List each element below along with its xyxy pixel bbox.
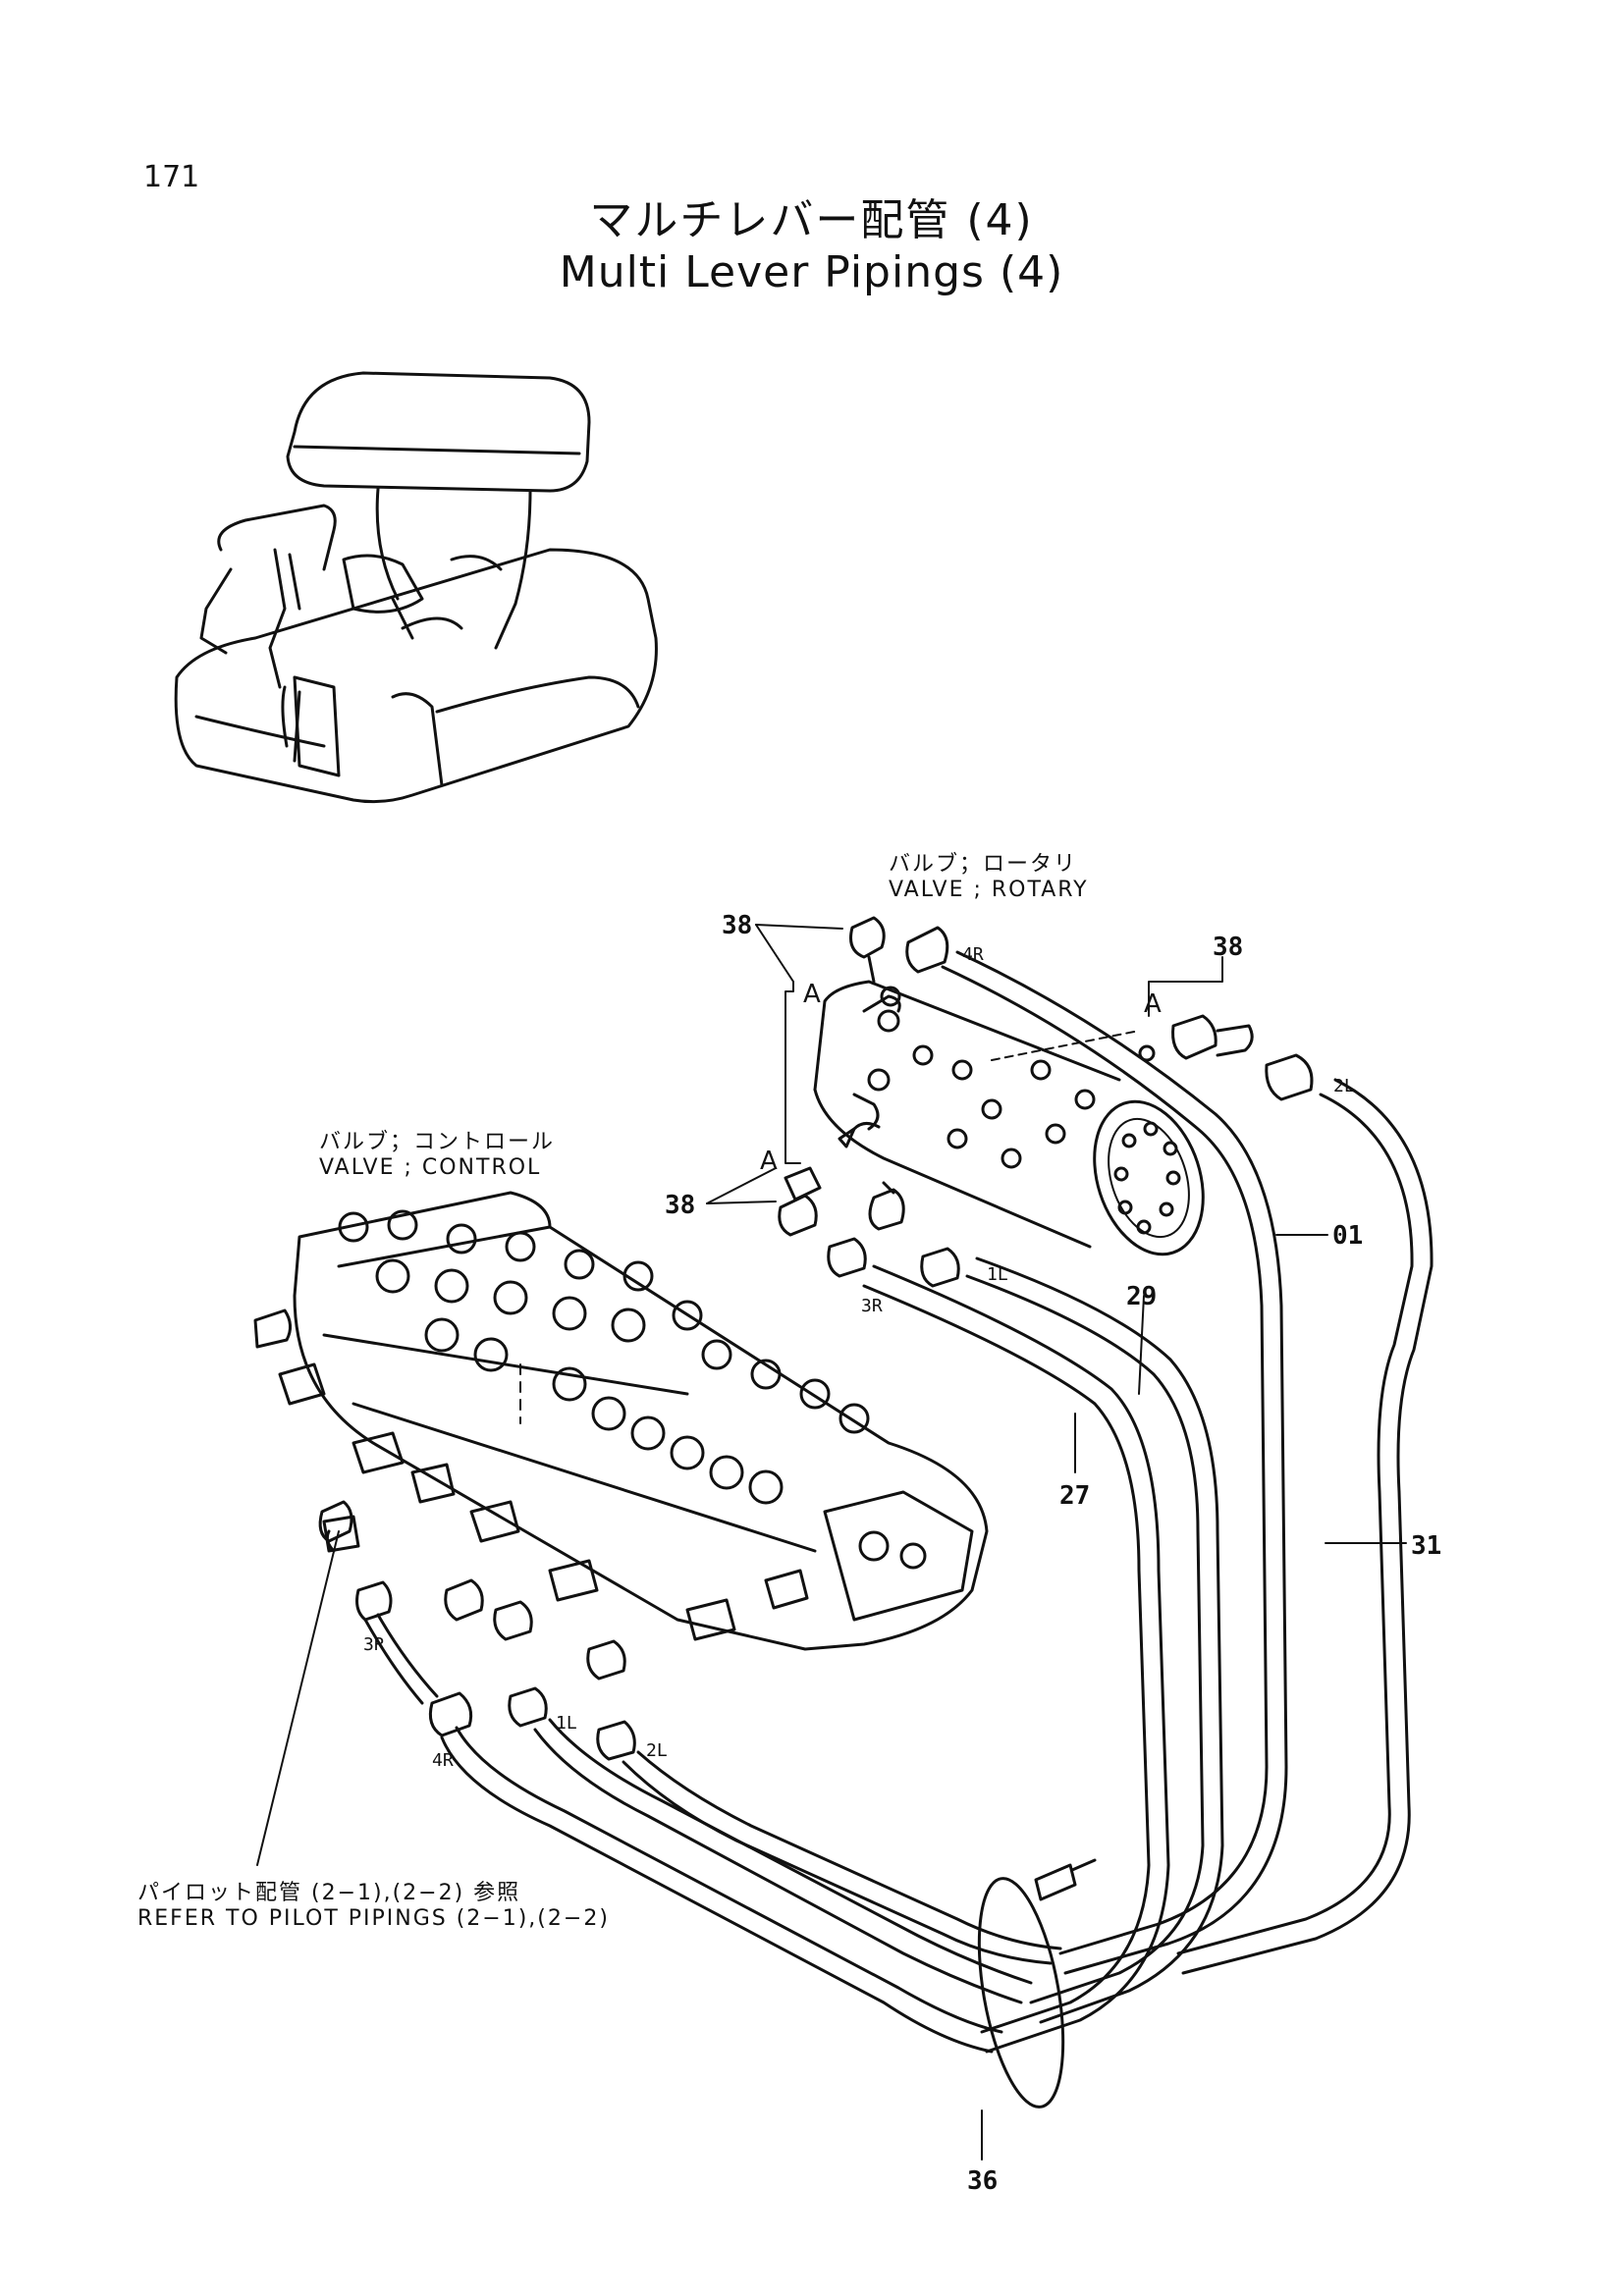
- part-number-36-band: 36: [967, 2166, 999, 2196]
- hose-31: [1176, 1078, 1434, 1975]
- hoses-to-control-valve: [363, 1613, 1062, 2054]
- control-valve-label-jp: バルブ；コントロール: [319, 1130, 556, 1154]
- detail-mark-a-top: A: [803, 980, 823, 1009]
- rotary-valve-label-en: VALVE ; ROTARY: [889, 878, 1089, 902]
- part-number-38-elbow-mid: 38: [665, 1191, 696, 1220]
- rotary-valve-label-jp: バルブ；ロータリ: [889, 852, 1078, 877]
- port-label-4r-control: 4R: [432, 1750, 454, 1771]
- hose-01: [941, 950, 1288, 1975]
- band-clamp-36: [977, 1858, 1097, 2109]
- hose-27: [862, 1264, 1170, 2054]
- port-label-1l-control: 1L: [556, 1713, 577, 1734]
- page-number: 171: [143, 160, 200, 194]
- control-valve-label-en: VALVE ; CONTROL: [319, 1155, 542, 1180]
- excavator-cab-illustration: [174, 371, 658, 804]
- control-valve-body: [253, 1191, 989, 1651]
- port-label-3r-rotary: 3R: [861, 1296, 883, 1316]
- part-number-38-elbow-top: 38: [722, 911, 753, 940]
- pilot-piping-reference-en: REFER TO PILOT PIPINGS (2−1),(2−2): [137, 1906, 610, 1931]
- part-number-01-hose: 01: [1332, 1221, 1364, 1251]
- port-label-2l-control: 2L: [646, 1740, 668, 1761]
- control-valve-fittings: [318, 1500, 636, 1761]
- hose-29: [965, 1256, 1224, 2024]
- rotary-valve-body: [813, 980, 1205, 1256]
- part-number-29-hose: 29: [1126, 1282, 1158, 1311]
- part-number-38-elbow-right: 38: [1213, 933, 1244, 962]
- port-label-3r-control: 3R: [363, 1634, 385, 1655]
- page-title-japanese: マルチレバー配管 (4): [589, 195, 1034, 245]
- part-number-31-hose: 31: [1411, 1531, 1442, 1561]
- page-title-english: Multi Lever Pipings (4): [559, 247, 1064, 297]
- rotary-valve-fittings: [778, 916, 1314, 1288]
- part-number-27-hose: 27: [1059, 1481, 1091, 1511]
- port-label-4r-rotary: 4R: [962, 944, 984, 965]
- leader-lines: [256, 924, 1407, 2161]
- pilot-piping-reference-jp: パイロット配管 (2−1),(2−2) 参照: [137, 1881, 521, 1905]
